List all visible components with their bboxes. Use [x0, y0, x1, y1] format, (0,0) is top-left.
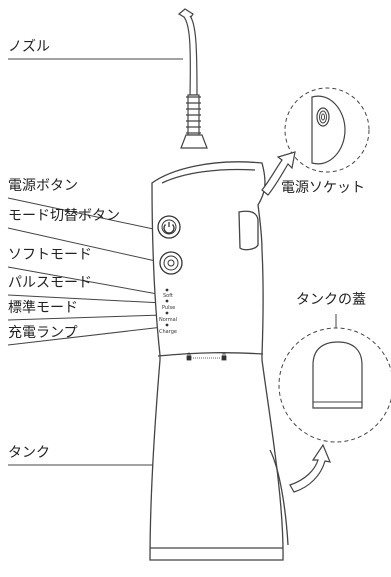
indicator-normal: Normal: [159, 317, 178, 323]
label-power-button: 電源ボタン: [8, 178, 78, 194]
tank-lid-detail: [278, 314, 391, 443]
arrow-to-socket: [261, 151, 296, 196]
label-soft-mode: ソフトモード: [8, 247, 92, 263]
label-power-socket: 電源ソケット: [281, 180, 365, 196]
device-body: [149, 161, 289, 561]
leader-power: [7, 197, 159, 231]
indicator-dots: [165, 288, 169, 327]
lock-icons: [186, 352, 227, 361]
label-nozzle: ノズル: [8, 39, 50, 55]
label-charge-lamp: 充電ランプ: [8, 325, 78, 341]
leader-pulse: [7, 294, 164, 304]
leader-mode: [7, 227, 161, 263]
indicator-charge: Charge: [159, 329, 177, 335]
leader-charge: [7, 326, 164, 346]
label-tank-lid: タンクの蓋: [296, 292, 366, 308]
label-normal-mode: 標準モード: [8, 300, 78, 316]
indicator-soft: Soft: [163, 293, 173, 299]
nozzle: [177, 8, 208, 149]
label-mode-button: モード切替ボタン: [8, 208, 120, 224]
arrow-to-lid: [289, 443, 331, 493]
power-socket-detail: [284, 87, 370, 173]
leader-soft: [7, 266, 164, 296]
buttons: [157, 215, 183, 275]
label-pulse-mode: パルスモード: [8, 275, 92, 291]
label-tank: タンク: [8, 445, 50, 461]
leader-normal: [7, 314, 164, 321]
indicator-pulse: Pulse: [162, 305, 176, 311]
